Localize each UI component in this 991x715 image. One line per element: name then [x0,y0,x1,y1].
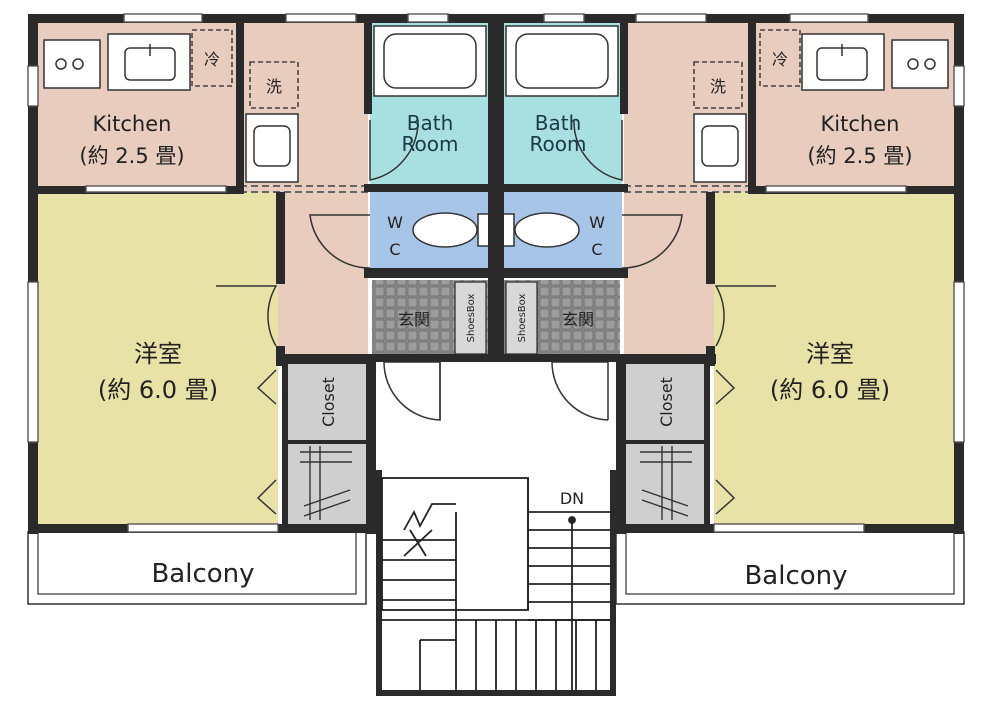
left-balcony [27,531,367,605]
left-balcony-label: Balcony [151,559,254,589]
right-kitchen-label: Kitchen [821,112,900,136]
left-shoesbox [454,281,487,355]
left-bath-label-2: Room [402,132,459,156]
right-kitchen-size: (約 2.5 畳) [807,144,912,168]
right-balcony [615,531,965,605]
left-shoesbox-label: ShoesBox [466,294,477,343]
right-room-label: 洋室 [806,340,854,368]
windows [27,13,965,533]
right-closet-label: Closet [657,377,676,427]
left-stove-icon [43,39,101,89]
right-fridge-icon [759,29,801,87]
left-kitchen-label: Kitchen [93,112,172,136]
right-washer-label: 洗 [710,77,726,96]
left-closet-lower [286,444,368,524]
left-room-label: 洋室 [134,340,182,368]
right-wc-w: W [589,213,605,232]
right-bath-label-1: Bath [535,111,582,135]
left-fridge-icon [191,29,233,87]
right-toilet-icon [514,212,580,248]
right-shoesbox [505,281,538,355]
right-room [714,192,954,524]
staircase [381,477,610,690]
right-unit: 冷 洗 [501,22,965,605]
left-wc-w: W [387,213,403,232]
left-closet [286,364,368,440]
left-unit: 冷 洗 [27,22,491,605]
left-room [38,192,278,524]
left-bath-label-1: Bath [407,111,454,135]
left-washer-icon [249,61,299,109]
right-closet [624,364,706,440]
right-wc-c: C [591,240,602,259]
left-toilet-icon [412,212,478,248]
left-washer-label: 洗 [266,77,282,96]
right-bath-label-2: Room [530,132,587,156]
right-closet-lower [624,444,706,524]
right-fridge-label: 冷 [772,50,788,69]
right-room-size: (約 6.0 畳) [770,376,890,404]
left-closet-label: Closet [319,377,338,427]
right-shoesbox-label: ShoesBox [517,294,528,343]
left-entrance-label: 玄関 [398,310,430,329]
right-balcony-label: Balcony [744,561,847,591]
left-wc-c: C [389,240,400,259]
labels: Kitchen (約 2.5 畳) Bath Room W C 玄関 Shoes… [79,111,912,591]
right-entrance-label: 玄関 [562,310,594,329]
right-stove-icon [891,39,949,89]
left-fridge-label: 冷 [204,50,220,69]
left-kitchen-size: (約 2.5 畳) [79,144,184,168]
left-room-size: (約 6.0 畳) [98,376,218,404]
right-washer-icon [693,61,743,109]
stairs-down-label: DN [560,489,584,508]
